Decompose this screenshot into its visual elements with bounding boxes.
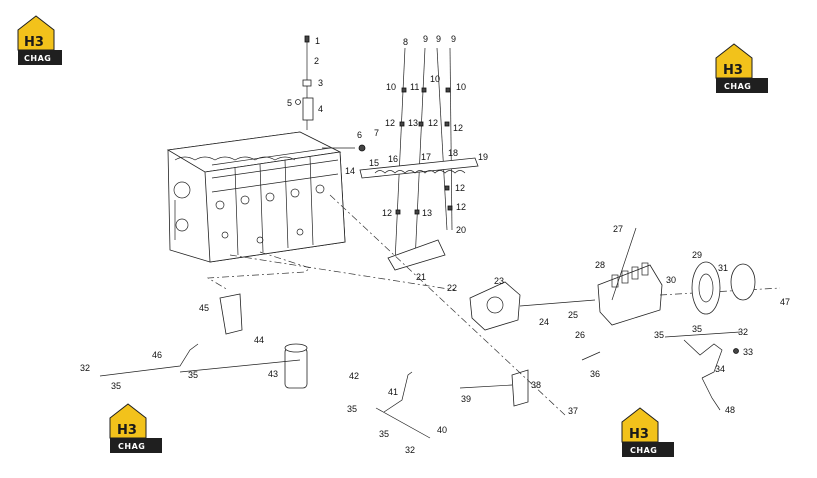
logo-h3: H3 bbox=[117, 423, 137, 438]
callout-label: 39 bbox=[461, 394, 471, 404]
callout-label: 11 bbox=[410, 82, 419, 92]
callout-label: 12 bbox=[453, 123, 463, 133]
callout-label: 42 bbox=[349, 371, 359, 381]
callout-label: 14 bbox=[345, 166, 355, 176]
callout-label: 12 bbox=[428, 118, 438, 128]
callout-label: 46 bbox=[152, 350, 162, 360]
part-bracket-21 bbox=[387, 239, 446, 271]
callout-label: 35 bbox=[347, 404, 357, 414]
callout-label: 32 bbox=[405, 445, 415, 455]
callout-label: 13 bbox=[422, 208, 432, 218]
callout-label: 20 bbox=[456, 225, 466, 235]
callout-label: 15 bbox=[369, 158, 379, 168]
callout-label: 10 bbox=[386, 82, 396, 92]
callout-label: 9 bbox=[423, 34, 428, 44]
brand-logo: H3 CHAG bbox=[17, 15, 62, 65]
callout-label: 48 bbox=[725, 405, 735, 415]
callout-label: 41 bbox=[388, 387, 398, 397]
fuel-pump-assembly bbox=[469, 227, 781, 361]
callout-label: 7 bbox=[374, 128, 379, 138]
callout-label: 35 bbox=[188, 370, 198, 380]
callout-label: 34 bbox=[715, 364, 725, 374]
callout-label: 1 bbox=[315, 36, 320, 46]
filter-and-lines bbox=[99, 293, 431, 439]
callout-label: 40 bbox=[437, 425, 447, 435]
callout-label: 18 bbox=[448, 148, 458, 158]
part-bracket-38 bbox=[459, 369, 529, 407]
logo-chag: CHAG bbox=[118, 442, 145, 451]
logo-h3: H3 bbox=[24, 35, 44, 50]
callout-label: 29 bbox=[692, 250, 702, 260]
callout-label: 47 bbox=[780, 297, 790, 307]
callout-label: 38 bbox=[531, 380, 541, 390]
callout-label: 45 bbox=[199, 303, 209, 313]
brand-logo: H3 CHAG bbox=[109, 403, 162, 453]
engine-block bbox=[166, 131, 346, 263]
callout-label: 10 bbox=[456, 82, 466, 92]
right-side-lines bbox=[664, 331, 741, 411]
callout-label: 43 bbox=[268, 369, 278, 379]
callout-label: 9 bbox=[436, 34, 441, 44]
logo-chag: CHAG bbox=[630, 446, 657, 455]
callout-label: 17 bbox=[421, 152, 431, 162]
callout-label: 12 bbox=[385, 118, 395, 128]
callout-label: 22 bbox=[447, 283, 457, 293]
callout-label: 5 bbox=[287, 98, 292, 108]
callout-label: 19 bbox=[478, 152, 488, 162]
callout-label: 31 bbox=[718, 263, 728, 273]
callout-label: 33 bbox=[743, 347, 753, 357]
callout-label: 10 bbox=[430, 74, 440, 84]
fuel-lines bbox=[359, 47, 479, 263]
callout-label: 25 bbox=[568, 310, 578, 320]
callout-label: 27 bbox=[613, 224, 623, 234]
injector-assembly bbox=[295, 35, 314, 130]
callout-label: 32 bbox=[738, 327, 748, 337]
callout-label: 37 bbox=[568, 406, 578, 416]
callout-label: 3 bbox=[318, 78, 323, 88]
callout-label: 16 bbox=[388, 154, 398, 164]
logo-h3: H3 bbox=[629, 427, 649, 442]
callout-label: 32 bbox=[80, 363, 90, 373]
callout-label: 21 bbox=[416, 272, 426, 282]
callout-label: 8 bbox=[403, 37, 408, 47]
callout-label: 35 bbox=[379, 429, 389, 439]
callout-label: 23 bbox=[494, 276, 504, 286]
callout-label: 26 bbox=[575, 330, 585, 340]
logo-chag: CHAG bbox=[24, 54, 51, 63]
logo-h3: H3 bbox=[723, 63, 743, 78]
callout-label: 24 bbox=[539, 317, 549, 327]
brand-logo: H3 CHAG bbox=[621, 407, 674, 457]
center-lines bbox=[206, 194, 566, 416]
callout-label: 28 bbox=[595, 260, 605, 270]
callout-label: 12 bbox=[455, 183, 465, 193]
callout-label: 2 bbox=[314, 56, 319, 66]
brand-logo: H3 CHAG bbox=[715, 43, 768, 93]
callout-label: 13 bbox=[408, 118, 418, 128]
callout-label: 12 bbox=[382, 208, 392, 218]
part-rod bbox=[322, 144, 366, 152]
callout-label: 44 bbox=[254, 335, 264, 345]
callout-label: 9 bbox=[451, 34, 456, 44]
callout-label: 35 bbox=[111, 381, 121, 391]
logo-chag: CHAG bbox=[724, 82, 751, 91]
callout-label: 4 bbox=[318, 104, 323, 114]
callout-label: 36 bbox=[590, 369, 600, 379]
callout-label: 12 bbox=[456, 202, 466, 212]
callout-label: 30 bbox=[666, 275, 676, 285]
callout-label: 6 bbox=[357, 130, 362, 140]
callout-label: 35 bbox=[692, 324, 702, 334]
callout-label: 35 bbox=[654, 330, 664, 340]
